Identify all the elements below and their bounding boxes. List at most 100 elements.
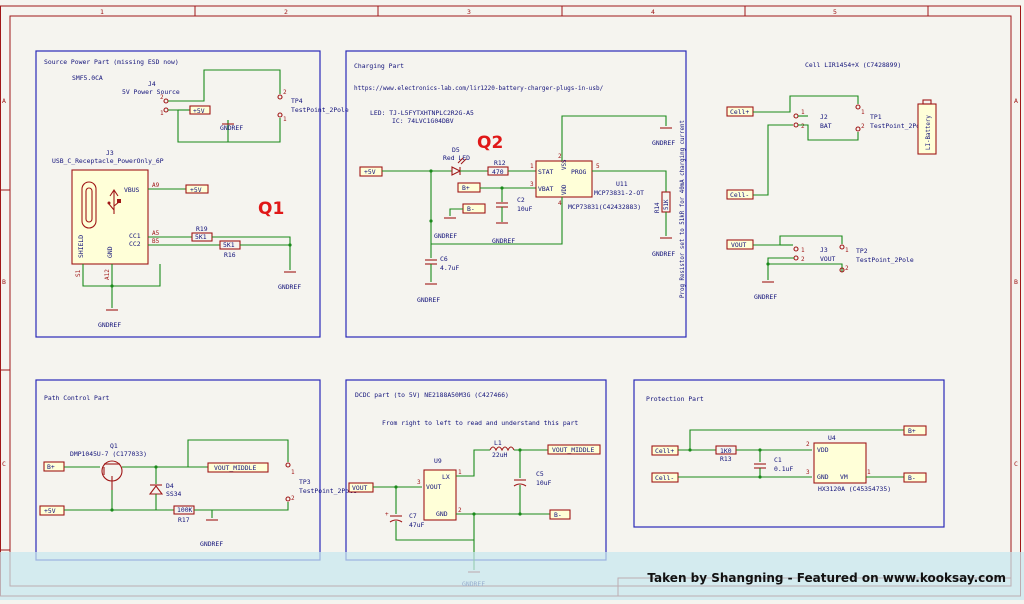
- u11-pin-stat: STAT: [538, 168, 554, 176]
- j4-value: 5V Power Source: [122, 88, 180, 96]
- net-vout-label-dcdc: VOUT: [352, 484, 368, 492]
- q2-annotation: Q2: [477, 133, 503, 153]
- protection-block-title: Protection Part: [646, 395, 704, 403]
- gndref-label-j4: GNDREF: [220, 124, 243, 132]
- c7-ref: C7: [409, 512, 417, 520]
- net-5v-label-charging: +5V: [364, 168, 376, 176]
- gndref-label-path: GNDREF: [200, 540, 223, 548]
- frame-col-2: 2: [284, 8, 288, 16]
- gndref-label-u11-vss: GNDREF: [652, 139, 675, 147]
- u11-lcsc: MCP73831(C42432883): [568, 203, 641, 211]
- charging-url: https://www.electronics-lab.com/lir1220-…: [354, 85, 604, 92]
- gndref-label-r14: GNDREF: [652, 250, 675, 258]
- net-vout-middle-label-dcdc: VOUT_MIDDLE: [552, 446, 594, 454]
- li-battery: LI-Battery: [917, 99, 937, 155]
- j4-connector: 2 1: [160, 94, 169, 117]
- watermark-band: [0, 552, 1024, 600]
- gndref-label-cell: GNDREF: [754, 293, 777, 301]
- tp4-pin1: 1: [283, 116, 287, 123]
- d4-schottky-diode: [148, 484, 164, 495]
- c6-value: 4.7uF: [440, 264, 459, 272]
- source-power-block: Source Power Part (missing ESD now) SMF5…: [35, 50, 349, 338]
- net-cellminus-label-protection: Cell-: [655, 474, 674, 482]
- r16-value: 5K1: [223, 241, 235, 249]
- tp4-testpoint: 2 1 TP4 TestPoint_2Pole: [277, 89, 349, 123]
- j4-pin2: 2: [160, 94, 164, 101]
- tp2-testpoint: 1 2: [839, 244, 849, 273]
- l1-inductor: [489, 446, 515, 452]
- path-block-title: Path Control Part: [44, 394, 110, 402]
- u4-pin-vm: VM: [840, 473, 848, 481]
- usb-pin-cc1: CC1: [129, 232, 141, 240]
- c6-capacitor: [425, 259, 437, 265]
- c7-capacitor: +: [385, 511, 403, 523]
- u11-pin-prog: PROG: [571, 168, 587, 176]
- net-bminus-label-charging: B-: [467, 205, 475, 213]
- u4-pin-vdd: VDD: [817, 446, 829, 454]
- frame-row-c-right: C: [1014, 460, 1018, 468]
- charging-block: Charging Part https://www.electronics-la…: [345, 50, 687, 338]
- d4-value: SS34: [166, 490, 182, 498]
- u9-ref: U9: [434, 457, 442, 465]
- net-5v-label-path: +5V: [44, 507, 56, 515]
- c5-value: 10uF: [536, 479, 552, 487]
- c2-capacitor: [496, 202, 508, 208]
- j2-ref: J2: [820, 113, 828, 121]
- ic-note: IC: 74LVC1G04DBV: [392, 117, 454, 125]
- usb-pin-cc2: CC2: [129, 240, 141, 248]
- u11-pin2-num: 2: [558, 153, 562, 160]
- tp1-value: TestPoint_2Pole: [870, 122, 928, 130]
- r17-value: 100K: [177, 506, 193, 514]
- j3-ref: J3: [820, 246, 828, 254]
- frame-col-3: 3: [467, 8, 471, 16]
- usb-pin-s1-num: S1: [75, 269, 82, 277]
- d5-ref: D5: [452, 146, 460, 154]
- c7-polarity: +: [385, 511, 389, 518]
- u4-pin3-num: 3: [806, 469, 810, 476]
- net-cellminus-label: Cell-: [730, 191, 749, 199]
- gndref-label-c6: GNDREF: [417, 296, 440, 304]
- j3-pin2: 2: [801, 256, 805, 263]
- usb-pin-vbus: VBUS: [124, 186, 140, 194]
- u11-value: MCP73831-2-OT: [594, 189, 644, 197]
- tp4-ref: TP4: [291, 97, 303, 105]
- gndref-symbol-j4: GNDREF: [220, 120, 243, 132]
- l1-ref: L1: [494, 439, 502, 447]
- net-vout-middle-label-path: VOUT_MIDDLE: [214, 464, 256, 472]
- cell-block-title: Cell LIR1454+X (C7428899): [805, 61, 901, 69]
- u9-pin-gnd: GND: [436, 510, 448, 518]
- usb-ref: J3: [106, 149, 114, 157]
- tp1-pin2: 2: [861, 123, 865, 130]
- tp3-value: TestPoint_2Pole: [299, 487, 357, 495]
- frame-col-1: 1: [100, 8, 104, 16]
- j2-value: BAT: [820, 122, 832, 130]
- net-bplus-flag-protection: [903, 425, 927, 436]
- usb-c-receptacle: VBUS CC1 CC2 SHIELD GND: [71, 169, 149, 265]
- gndref-label-usb: GNDREF: [98, 321, 121, 329]
- r12-ref: R12: [494, 159, 506, 167]
- tp1-pin1: 1: [861, 109, 865, 116]
- usb-value: USB_C_Receptacle_PowerOnly_6P: [52, 157, 164, 165]
- battery-value: LI-Battery: [926, 115, 932, 150]
- u11-pin-vbat: VBAT: [538, 185, 554, 193]
- tp2-value: TestPoint_2Pole: [856, 256, 914, 264]
- tp4-value: TestPoint_2Pole: [291, 106, 349, 114]
- net-bplus-label-path: B+: [47, 463, 55, 471]
- tp4-pin2: 2: [283, 89, 287, 96]
- j2-bat-connector: 1 2: [793, 109, 805, 130]
- gndref-label-usb-cc: GNDREF: [278, 283, 301, 291]
- u9-pin-vout: VOUT: [426, 483, 442, 491]
- u11-pin-vdd: VDD: [562, 184, 568, 195]
- tp3-pin1: 1: [291, 469, 295, 476]
- usb-pin-b5-num: B5: [152, 238, 160, 245]
- frame-col-4: 4: [651, 8, 655, 16]
- net-bminus-flag-dcdc: [549, 509, 571, 520]
- u11-pin4-num: 4: [558, 200, 562, 207]
- r12-value: 470: [492, 168, 504, 176]
- c5-ref: C5: [536, 470, 544, 478]
- d4-ref: D4: [166, 482, 174, 490]
- net-vout-middle-flag-path: [207, 462, 269, 473]
- u4-value: HX3120A (C45354735): [818, 485, 891, 493]
- usb-pin-a5-num: A5: [152, 230, 160, 237]
